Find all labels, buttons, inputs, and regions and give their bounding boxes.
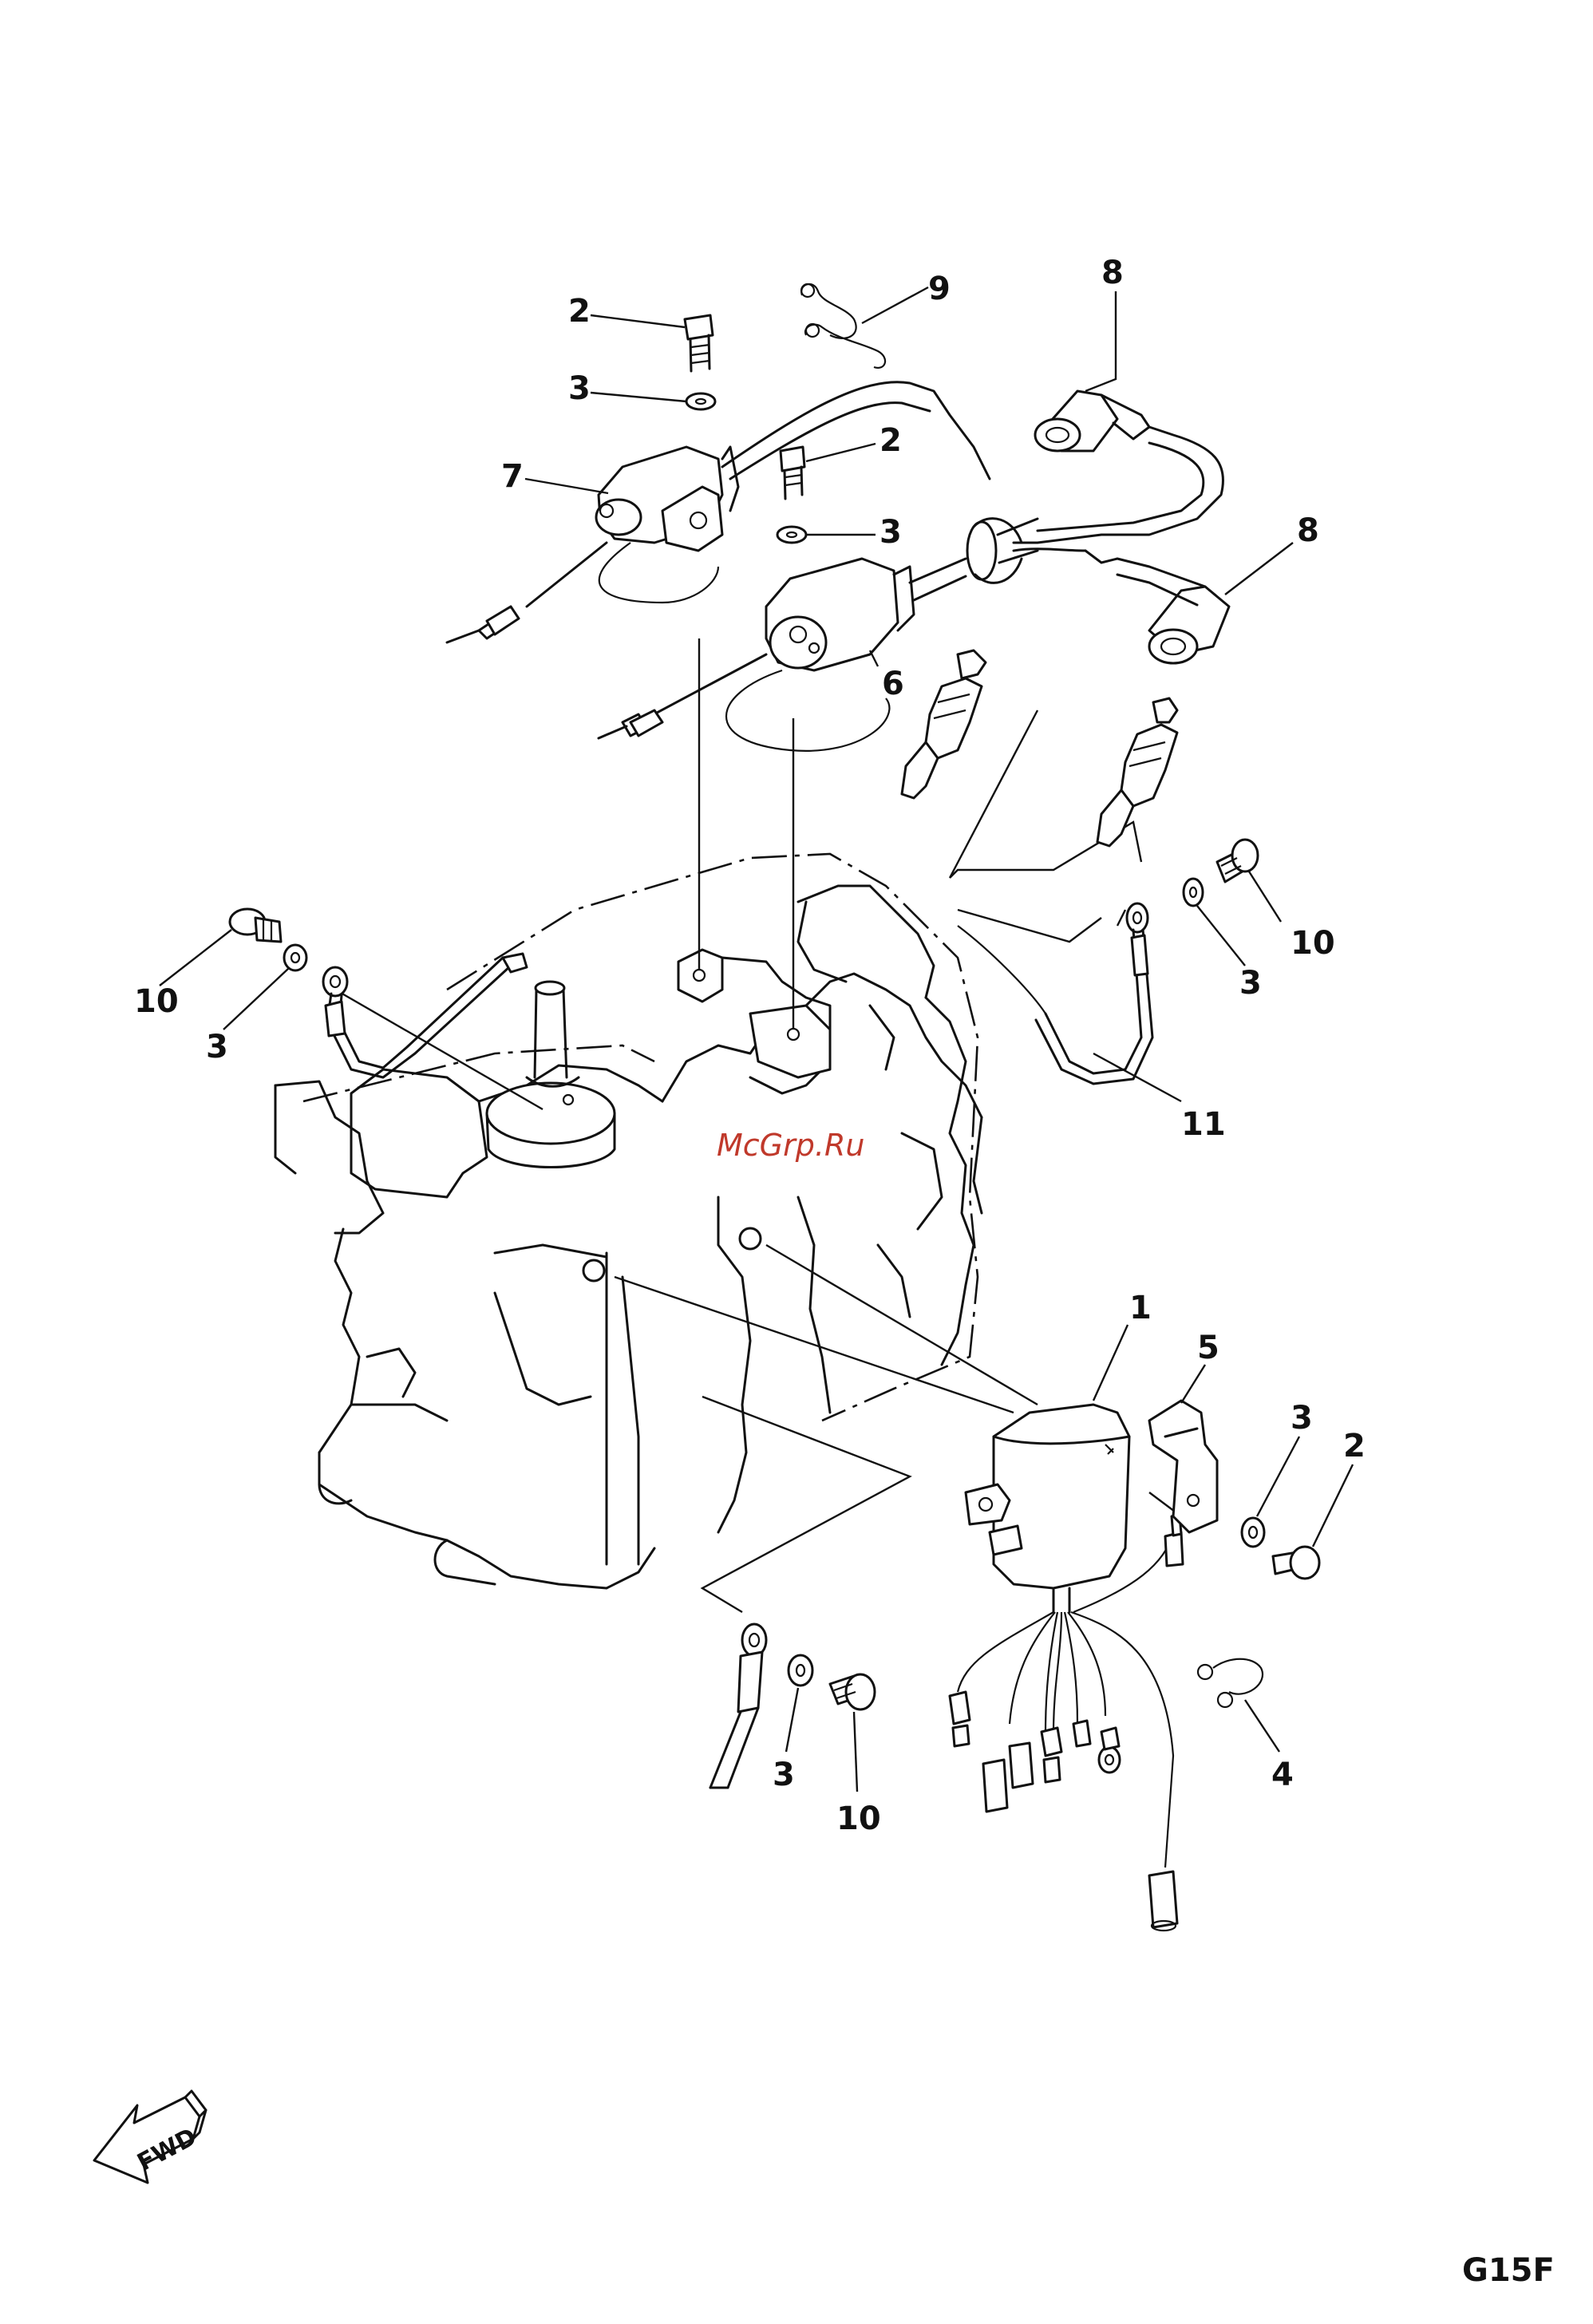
callout-7: 7	[501, 458, 524, 495]
bolt-2-cdi	[1273, 1547, 1319, 1579]
ground-lead-bottom	[710, 1624, 766, 1788]
plug-cap-8-lower	[1014, 549, 1229, 663]
washer-3-left	[284, 945, 306, 970]
callout-10-left: 10	[134, 983, 179, 1020]
ignition-coil-7	[447, 382, 990, 642]
callout-3-cdi: 3	[1291, 1400, 1313, 1437]
washer-3-top	[686, 393, 715, 409]
callout-2-cdi: 2	[1343, 1428, 1366, 1464]
page-code: G15F	[1462, 2252, 1555, 2289]
ground-wire-11	[958, 903, 1152, 1084]
washer-3-cdi	[1242, 1518, 1264, 1547]
callout-9: 9	[928, 271, 951, 307]
washer-3-center	[777, 527, 806, 543]
clamp-4	[1198, 1659, 1263, 1707]
callout-5: 5	[1197, 1330, 1219, 1366]
watermark-text: McGrp.Ru	[717, 1128, 864, 1163]
callout-labels: 1 2 2 2 3 3 3 3 3 3 4 5 6 7 8 8 9 10 10 …	[134, 255, 1366, 1837]
clamp-9	[801, 284, 885, 368]
washer-3-bottom	[789, 1655, 812, 1686]
washer-3-right	[1184, 879, 1203, 906]
callout-3-center: 3	[880, 514, 902, 551]
spark-plug-left	[902, 650, 986, 798]
callout-3-bottom: 3	[773, 1757, 795, 1793]
callout-10-bottom: 10	[836, 1800, 881, 1837]
bolt-2-center	[781, 447, 804, 499]
spark-plug-right	[1097, 698, 1177, 846]
engine-block	[275, 854, 982, 1588]
plug-cap-8-upper	[1014, 391, 1223, 543]
callout-8-lower: 8	[1297, 512, 1319, 549]
callout-4: 4	[1271, 1757, 1294, 1793]
callout-8-upper: 8	[1101, 255, 1124, 291]
bolt-10-left	[230, 909, 281, 942]
bolt-2-top	[685, 315, 713, 371]
callout-11: 11	[1181, 1106, 1226, 1143]
callout-3-right: 3	[1239, 965, 1262, 1002]
callout-2-center: 2	[880, 422, 902, 459]
callout-3-left: 3	[206, 1029, 228, 1065]
bolt-10-bottom	[830, 1674, 875, 1709]
callout-3-top: 3	[568, 370, 591, 407]
callout-2-top: 2	[568, 293, 591, 330]
callout-10-right: 10	[1291, 925, 1335, 962]
bracket-5	[1149, 1401, 1217, 1532]
ground-lead-left	[323, 954, 527, 1077]
fwd-direction-arrow: FWD	[94, 2091, 206, 2183]
cdi-unit-1	[950, 1405, 1183, 1931]
callout-1: 1	[1129, 1290, 1152, 1326]
callout-6: 6	[882, 666, 904, 702]
